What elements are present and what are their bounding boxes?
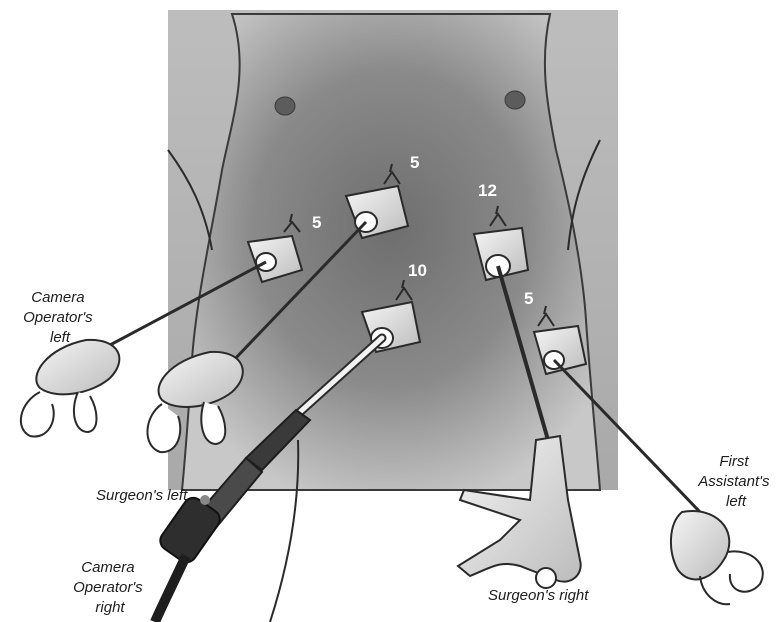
right-nipple (505, 91, 525, 109)
port-size-5-assistant: 5 (524, 289, 533, 308)
camera-cable (155, 556, 186, 622)
label-camera-operator-right: Camera Operator's right (73, 559, 147, 616)
label-camera-operator-left: Camera Operator's left (23, 289, 97, 346)
instrument-handle-camera-left (21, 340, 120, 437)
left-nipple (275, 97, 295, 115)
label-surgeon-left: Surgeon's left (96, 487, 188, 504)
instrument-handle-assistant-left (671, 511, 763, 604)
port-size-12-right: 12 (478, 181, 497, 200)
port-size-5-left: 5 (312, 213, 321, 232)
port-size-5-upper: 5 (410, 153, 419, 172)
label-surgeon-right: Surgeon's right (488, 587, 589, 604)
port-size-10-camera: 10 (408, 261, 427, 280)
label-first-assistant-left: First Assistant's left (697, 453, 773, 510)
torso (182, 14, 600, 490)
